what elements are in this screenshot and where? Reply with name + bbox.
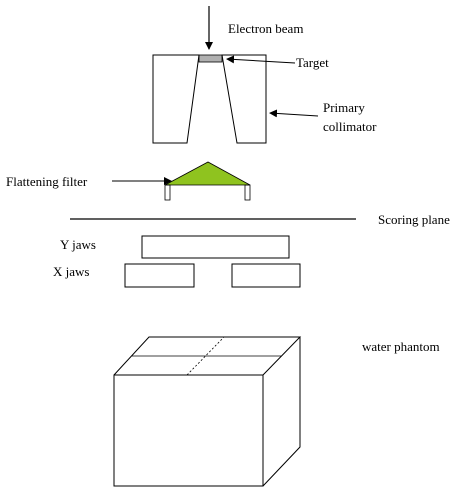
target: [198, 54, 223, 63]
y-jaws-label: Y jaws: [60, 237, 96, 252]
x-jaws-label: X jaws: [53, 264, 89, 279]
flattening-filter-right-leg: [244, 184, 251, 201]
primary-collimator-label-line2: collimator: [323, 119, 377, 134]
water-phantom-top-dashed: [186, 336, 225, 376]
water-phantom-side-face: [262, 337, 301, 487]
x-jaw-left: [124, 263, 195, 288]
water-phantom-top-face: [113, 336, 302, 376]
water-phantom: [113, 336, 302, 487]
primary-collimator-label-line1: Primary: [323, 100, 365, 115]
electron-beam-label: Electron beam: [228, 21, 303, 36]
x-jaw-right: [231, 263, 301, 288]
primary-collimator-right: [221, 54, 267, 144]
water-phantom-label: water phantom: [362, 339, 440, 354]
primary-collimator-arrow: [269, 109, 319, 118]
flattening-filter-left-leg: [164, 184, 171, 201]
target-arrow: [226, 55, 296, 64]
target-label: Target: [296, 55, 329, 70]
scoring-plane-label: Scoring plane: [378, 212, 450, 227]
flattening-filter-label: Flattening filter: [6, 174, 88, 189]
flattening-filter-cone: [164, 161, 251, 186]
water-phantom-front-face: [113, 374, 264, 487]
y-jaws: [141, 235, 290, 259]
primary-collimator-left: [152, 54, 200, 144]
